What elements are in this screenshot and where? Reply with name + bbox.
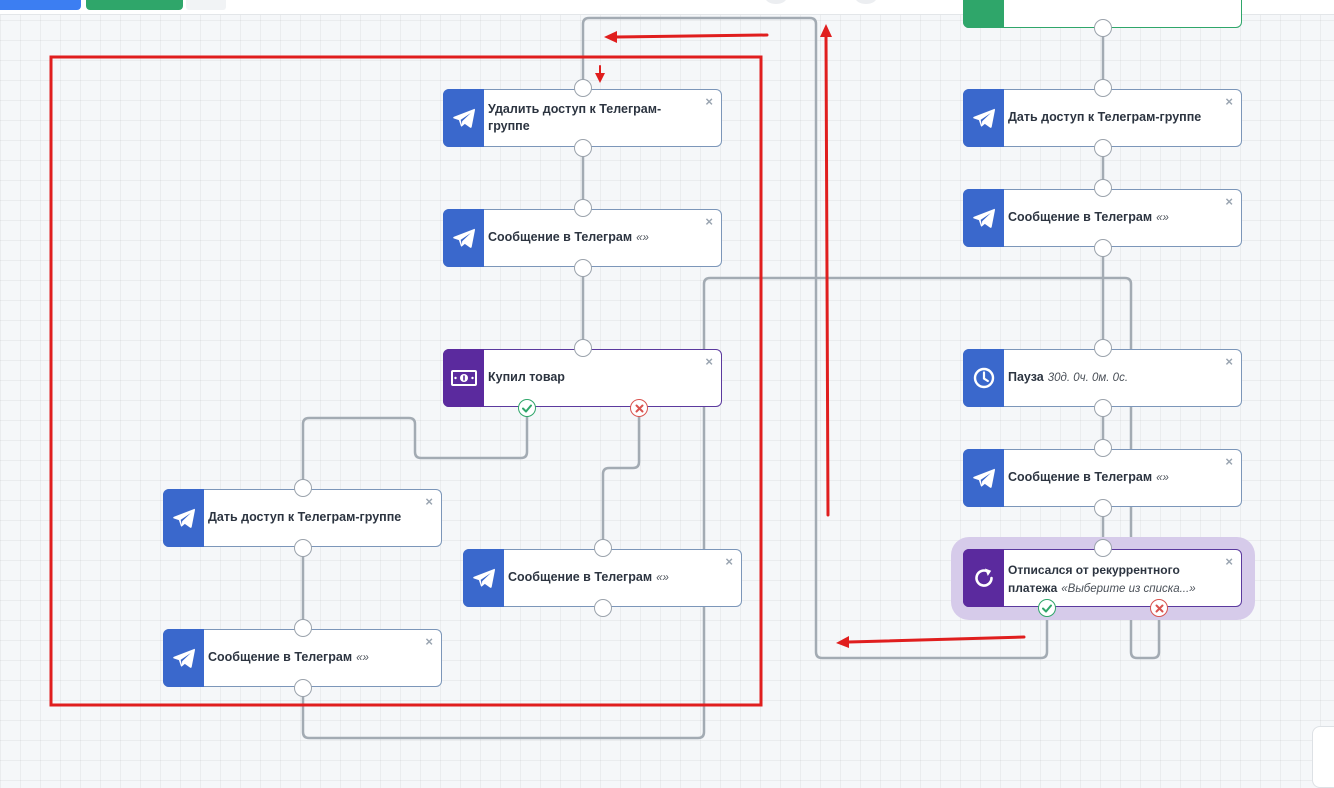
- link: [301, 406, 529, 490]
- close-icon[interactable]: ×: [425, 634, 433, 649]
- toolbar-dot[interactable]: [765, 0, 787, 4]
- output-port[interactable]: [1094, 139, 1112, 157]
- node-label: Сообщение в Телеграм: [1008, 470, 1153, 485]
- input-port[interactable]: [574, 79, 592, 97]
- success-port[interactable]: [1038, 599, 1056, 617]
- close-icon[interactable]: ×: [705, 354, 713, 369]
- node-label: Отписался от рекуррентного платежа: [1008, 563, 1180, 595]
- telegram-plane-icon: [163, 489, 204, 547]
- node-value: «»: [656, 571, 669, 584]
- telegram-plane-icon: [963, 449, 1004, 507]
- node-label: Сообщение в Телеграм: [508, 570, 653, 585]
- node-value: «»: [1156, 471, 1169, 484]
- cross-icon: [635, 404, 643, 412]
- close-icon[interactable]: ×: [1225, 354, 1233, 369]
- node-telegram-message[interactable]: Сообщение в Телеграм«» ×: [963, 449, 1242, 507]
- refresh-icon: [963, 549, 1004, 607]
- node-label: Дать доступ к Телеграм-группе: [1008, 110, 1202, 125]
- output-port[interactable]: [294, 539, 312, 557]
- input-port[interactable]: [574, 339, 592, 357]
- telegram-plane-icon: [963, 189, 1004, 247]
- output-port[interactable]: [1094, 399, 1112, 417]
- check-icon: [1042, 604, 1052, 612]
- toolbar-secondary-button[interactable]: [186, 0, 226, 10]
- input-port[interactable]: [294, 619, 312, 637]
- telegram-plane-icon: [963, 89, 1004, 147]
- node-value: «»: [636, 231, 649, 244]
- input-port[interactable]: [1094, 79, 1112, 97]
- close-icon[interactable]: ×: [1225, 454, 1233, 469]
- node-value: 30д. 0ч. 0м. 0с.: [1047, 371, 1129, 384]
- node-bought-product[interactable]: Купил товар ×: [443, 349, 722, 407]
- output-port[interactable]: [1094, 239, 1112, 257]
- input-port[interactable]: [1094, 539, 1112, 557]
- input-port[interactable]: [294, 479, 312, 497]
- node-label: Сообщение в Телеграм: [208, 650, 353, 665]
- output-port[interactable]: [1094, 19, 1112, 37]
- side-panel-tab[interactable]: [1312, 726, 1334, 788]
- telegram-plane-icon: [443, 89, 484, 147]
- fail-port[interactable]: [1150, 599, 1168, 617]
- node-label: Удалить доступ к Телеграм-группе: [488, 101, 662, 134]
- node-label: Сообщение в Телеграм: [1008, 210, 1153, 225]
- output-port[interactable]: [594, 599, 612, 617]
- link: [1129, 558, 1161, 660]
- node-label: [1008, 0, 1217, 27]
- node-icon: [963, 0, 1004, 28]
- node-label: Купил товар: [488, 370, 565, 385]
- node-value: «Выберите из списка...»: [1061, 583, 1196, 595]
- toolbar-success-button[interactable]: [86, 0, 183, 10]
- link: [581, 16, 1049, 660]
- telegram-plane-icon: [163, 629, 204, 687]
- node-value: «»: [356, 651, 369, 664]
- close-icon[interactable]: ×: [425, 494, 433, 509]
- close-icon[interactable]: ×: [1225, 194, 1233, 209]
- success-port[interactable]: [518, 399, 536, 417]
- telegram-plane-icon: [463, 549, 504, 607]
- node-value: «»: [1156, 211, 1169, 224]
- close-icon[interactable]: ×: [1225, 94, 1233, 109]
- node-unsubscribed-recurring[interactable]: Отписался от рекуррентного платежа«Выбер…: [963, 549, 1242, 607]
- node-label: Дать доступ к Телеграм-группе: [208, 510, 402, 525]
- input-port[interactable]: [1094, 179, 1112, 197]
- output-port[interactable]: [574, 259, 592, 277]
- cross-icon: [1155, 604, 1163, 612]
- node-label: Сообщение в Телеграм: [488, 230, 633, 245]
- toolbar-primary-button[interactable]: [0, 0, 81, 10]
- input-port[interactable]: [1094, 339, 1112, 357]
- input-port[interactable]: [594, 539, 612, 557]
- close-icon[interactable]: ×: [1225, 554, 1233, 569]
- input-port[interactable]: [1094, 439, 1112, 457]
- close-icon[interactable]: ×: [705, 94, 713, 109]
- telegram-plane-icon: [443, 209, 484, 267]
- output-port[interactable]: [574, 139, 592, 157]
- money-bill-icon: [443, 349, 484, 407]
- link: [601, 406, 641, 550]
- toolbar-dot[interactable]: [855, 0, 877, 4]
- node-label: Пауза: [1008, 370, 1044, 385]
- node-telegram-message[interactable]: Сообщение в Телеграм«» ×: [963, 189, 1242, 247]
- clock-icon: [963, 349, 1004, 407]
- check-icon: [522, 404, 532, 412]
- fail-port[interactable]: [630, 399, 648, 417]
- close-icon[interactable]: ×: [725, 554, 733, 569]
- close-icon[interactable]: ×: [705, 214, 713, 229]
- output-port[interactable]: [294, 679, 312, 697]
- output-port[interactable]: [1094, 499, 1112, 517]
- input-port[interactable]: [574, 199, 592, 217]
